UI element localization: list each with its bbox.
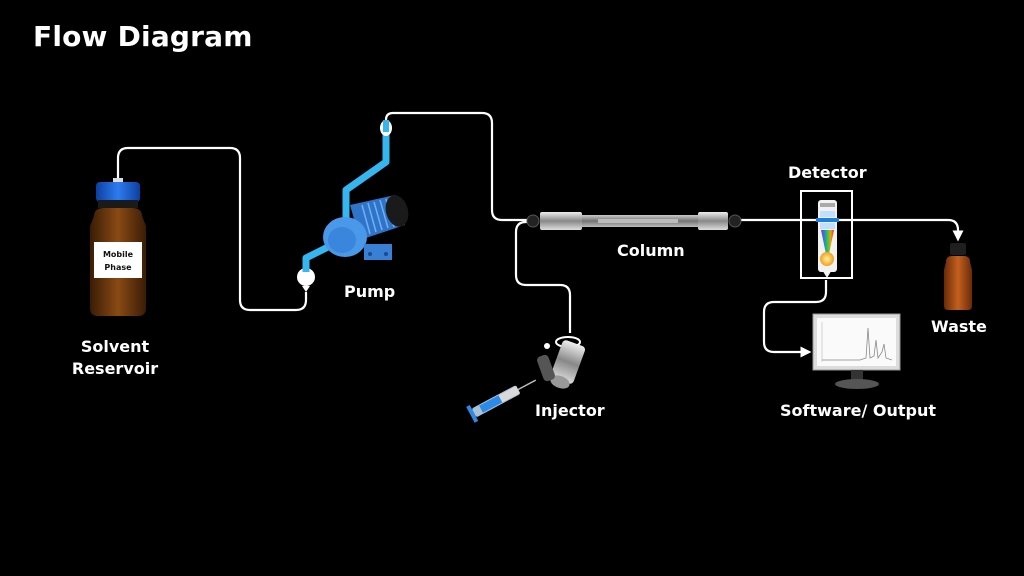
bottle-label-line2: Phase [104,263,132,272]
detector-icon[interactable] [800,190,853,279]
tube-pump-to-column [384,111,530,222]
tubing [116,111,964,358]
monitor-icon[interactable] [812,313,901,389]
solvent-reservoir-bottle-icon[interactable]: Mobile Phase [90,178,146,316]
solvent-reservoir-label-line2: Reservoir [71,359,159,378]
bottle-label [94,242,142,278]
injector-icon[interactable] [536,336,586,391]
injector-label: Injector [535,401,605,420]
tube-reservoir-to-pump [116,146,308,312]
syringe-icon[interactable] [466,372,540,423]
solvent-reservoir-label: Solvent Reservoir [64,336,166,380]
software-output-label: Software/ Output [780,401,936,420]
page-title: Flow Diagram [33,20,253,53]
waste-bottle-icon[interactable] [944,243,972,310]
tube-injector-to-column [514,220,572,333]
tube-column-to-waste [735,218,964,242]
column-label: Column [617,241,685,260]
pump-icon[interactable] [297,120,412,292]
detector-label: Detector [788,163,867,182]
waste-label: Waste [931,317,987,336]
column-icon[interactable] [526,212,742,230]
solvent-reservoir-label-line1: Solvent [80,337,150,356]
tube-detector-to-software [762,280,828,358]
pump-label: Pump [344,282,396,301]
bottle-label-line1: Mobile [103,250,134,259]
